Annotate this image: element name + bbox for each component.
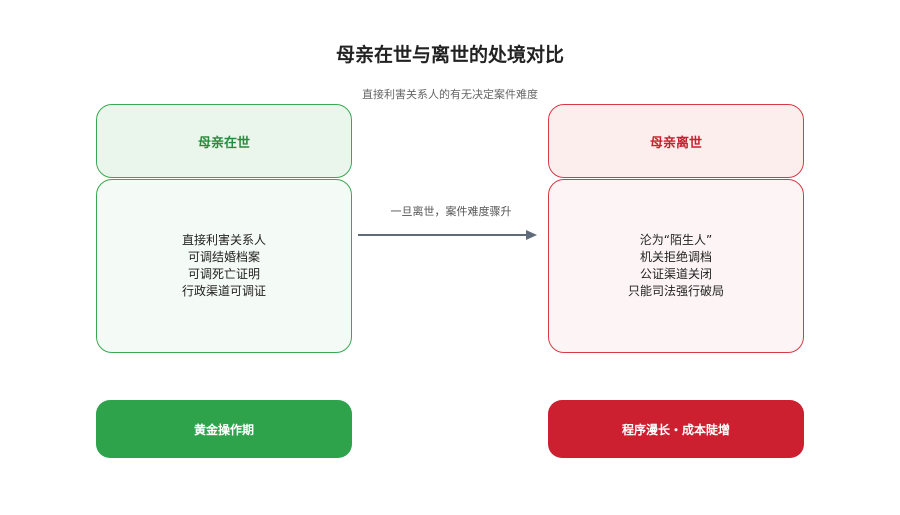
right-footer-pill: 程序漫长・成本陡增 bbox=[548, 400, 804, 458]
left-line: 行政渠道可调证 bbox=[181, 284, 266, 298]
arrow-label: 一旦离世，案件难度骤升 bbox=[390, 205, 512, 218]
right-line: 只能司法强行破局 bbox=[627, 284, 724, 298]
left-header-box: 母亲在世 bbox=[96, 104, 352, 178]
right-header-box: 母亲离世 bbox=[548, 104, 804, 178]
right-line: 公证渠道关闭 bbox=[639, 267, 712, 281]
right-arrow-icon bbox=[358, 230, 537, 240]
left-line: 可调结婚档案 bbox=[187, 250, 260, 264]
left-line: 直接利害关系人 bbox=[181, 233, 266, 247]
right-line: 沦为“陌生人” bbox=[639, 233, 713, 247]
right-body-box: 沦为“陌生人” 机关拒绝调档 公证渠道关闭 只能司法强行破局 bbox=[548, 179, 804, 353]
left-line: 可调死亡证明 bbox=[187, 267, 260, 281]
diagram-title: 母亲在世与离世的处境对比 bbox=[335, 44, 564, 66]
left-footer-pill: 黄金操作期 bbox=[96, 400, 352, 458]
diagram-subtitle: 直接利害关系人的有无决定案件难度 bbox=[362, 88, 538, 101]
left-body-box: 直接利害关系人 可调结婚档案 可调死亡证明 行政渠道可调证 bbox=[96, 179, 352, 353]
right-line: 机关拒绝调档 bbox=[639, 250, 712, 264]
